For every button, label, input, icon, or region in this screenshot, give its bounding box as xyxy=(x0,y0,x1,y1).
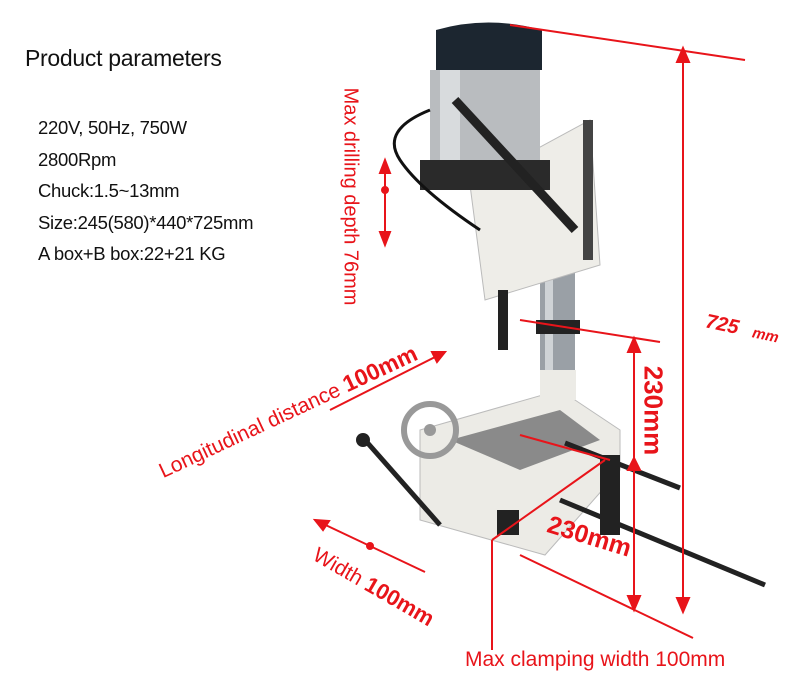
work-table xyxy=(450,410,600,470)
label-plate xyxy=(497,510,519,535)
param-speed: 2800Rpm xyxy=(38,148,117,170)
parameters-title: Product parameters xyxy=(25,45,222,71)
top-reference-line xyxy=(509,24,746,61)
param-chuck: Chuck:1.5~13mm xyxy=(38,180,180,201)
clamp-rod xyxy=(564,440,681,491)
feed-handle xyxy=(363,438,442,527)
param-power: 220V, 50Hz, 750W xyxy=(38,117,187,138)
clamp-bracket xyxy=(600,455,620,535)
param-weight: A box+B box:22+21 KG xyxy=(38,243,226,264)
power-cord xyxy=(392,108,481,232)
spring xyxy=(583,120,593,260)
clamp-rod xyxy=(559,497,766,588)
max-clamping-width-label: Max clamping width 100mm xyxy=(465,648,726,671)
param-size: Size:245(580)*440*725mm xyxy=(38,211,254,233)
height-unit: mm xyxy=(750,324,781,347)
lever xyxy=(451,96,579,234)
longitudinal-arrow xyxy=(329,351,446,411)
handwheel xyxy=(401,401,459,459)
table-depth-arrow xyxy=(491,459,606,541)
motor-cap xyxy=(436,22,542,70)
column-height-label: 230mm xyxy=(638,365,669,456)
chisel xyxy=(498,290,508,350)
head xyxy=(469,119,601,301)
parameters-list: 220V, 50Hz, 750W 2800Rpm Chuck:1.5~13mm … xyxy=(38,112,254,270)
max-drilling-depth-label: Max drilling depth 76mm xyxy=(339,87,362,306)
